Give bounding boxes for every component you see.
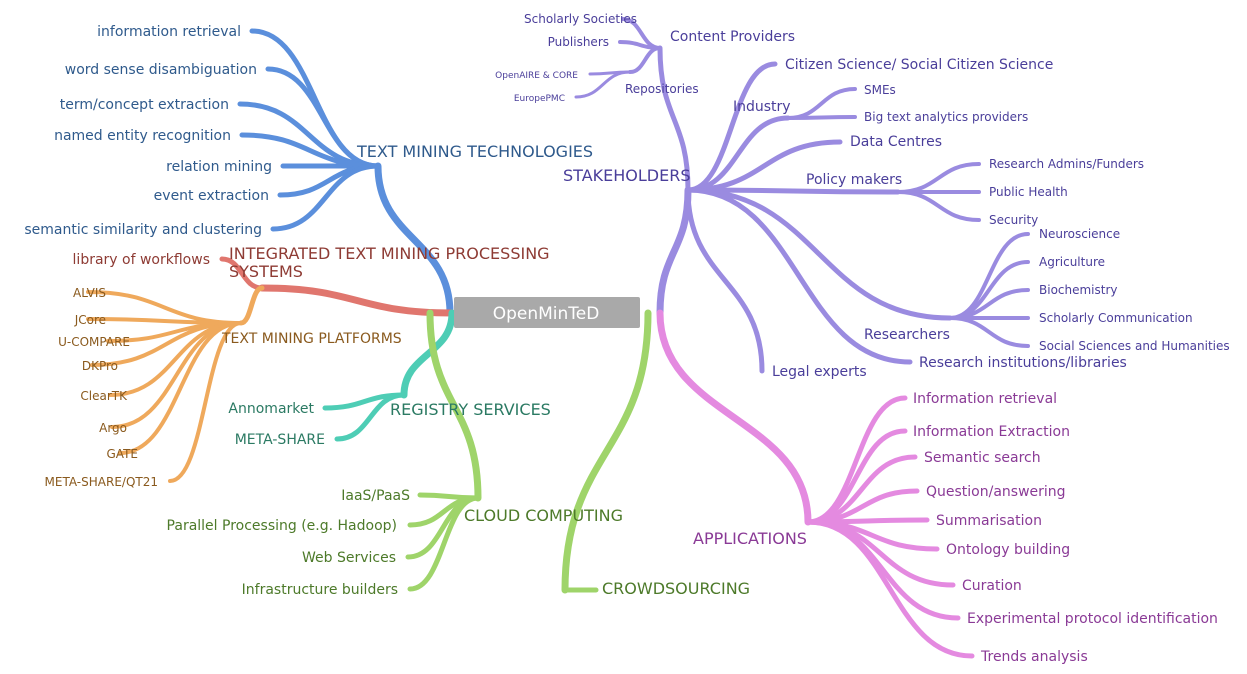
cloud-item: Infrastructure builders xyxy=(242,582,398,598)
branch-researchers-item xyxy=(948,316,1030,348)
content-provider-item: Scholarly Societies xyxy=(524,12,637,26)
application-item: Information Extraction xyxy=(913,424,1070,440)
research-institutions-label: Research institutions/libraries xyxy=(919,355,1127,371)
branch-content-providers xyxy=(657,45,691,193)
data-centres-label: Data Centres xyxy=(850,134,942,150)
platform-item: META-SHARE/QT21 xyxy=(45,475,158,489)
branch-application-item xyxy=(805,519,975,659)
branch-repositories xyxy=(628,46,662,74)
researchers-item: Biochemistry xyxy=(1039,283,1118,297)
platform-item: GATE xyxy=(107,447,139,461)
policy-item: Public Health xyxy=(989,185,1068,199)
branch-text-mining-platforms xyxy=(238,285,265,326)
cloud-computing-label: CLOUD COMPUTING xyxy=(464,506,623,525)
center-node-box[interactable] xyxy=(454,297,640,328)
content-provider-item: Publishers xyxy=(548,35,609,49)
branch-application-item xyxy=(805,519,961,621)
repositories-label: Repositories xyxy=(625,82,699,96)
registry-services-label: REGISTRY SERVICES xyxy=(390,400,551,419)
text-mining-item: term/concept extraction xyxy=(60,97,229,113)
branch-registry xyxy=(400,309,456,399)
legal-experts-label: Legal experts xyxy=(772,364,867,380)
branch-policy-makers xyxy=(685,187,901,195)
application-item: Information retrieval xyxy=(913,391,1057,407)
platform-item: JCore xyxy=(74,313,106,327)
researchers-item: Agriculture xyxy=(1039,255,1105,269)
content-providers-label: Content Providers xyxy=(670,29,795,45)
cloud-item: IaaS/PaaS xyxy=(341,488,410,504)
label-layer: OpenMinTeD TEXT MINING TECHNOLOGIES info… xyxy=(24,12,1229,665)
branch-platform-item xyxy=(168,321,243,483)
cloud-item: Parallel Processing (e.g. Hadoop) xyxy=(167,518,397,534)
policy-item: Security xyxy=(989,213,1038,227)
branch-researchers xyxy=(685,187,953,321)
text-mining-item: semantic similarity and clustering xyxy=(24,222,262,238)
platform-item: ALVIS xyxy=(73,286,106,300)
registry-item: Annomarket xyxy=(228,401,314,417)
application-item: Summarisation xyxy=(936,513,1042,529)
branch-cloud-item xyxy=(407,495,481,592)
branch-citizen-science xyxy=(685,61,778,193)
center-node-label: OpenMinTeD xyxy=(493,304,600,324)
citizen-science-label: Citizen Science/ Social Citizen Science xyxy=(785,57,1053,73)
branch-integrated xyxy=(258,284,456,317)
text-mining-item: relation mining xyxy=(166,159,272,175)
text-mining-platforms-label: TEXT MINING PLATFORMS xyxy=(221,331,402,347)
platform-item: U-COMPARE xyxy=(58,335,130,349)
branch-cloud xyxy=(426,309,482,502)
registry-item: META-SHARE xyxy=(235,432,325,448)
branch-platform-item xyxy=(118,321,243,455)
industry-item: Big text analytics providers xyxy=(864,110,1028,124)
researchers-label: Researchers xyxy=(864,327,950,343)
branch-research-institutions xyxy=(685,187,913,365)
application-item: Semantic search xyxy=(924,450,1041,466)
text-mining-technologies-label: TEXT MINING TECHNOLOGIES xyxy=(356,142,593,161)
researchers-item: Neuroscience xyxy=(1039,227,1120,241)
branch-stakeholders xyxy=(656,186,692,317)
branch-repository-item xyxy=(574,70,632,99)
crowdsourcing-label: CROWDSOURCING xyxy=(602,579,750,598)
branch-legal-experts xyxy=(685,187,765,374)
application-item: Ontology building xyxy=(946,542,1070,558)
researchers-item: Social Sciences and Humanities xyxy=(1039,339,1230,353)
application-item: Question/answering xyxy=(926,484,1066,500)
branch-library-of-workflows xyxy=(219,256,265,291)
application-item: Experimental protocol identification xyxy=(967,611,1218,627)
repository-item: OpenAIRE & CORE xyxy=(495,71,578,81)
branch-text-mining xyxy=(374,162,454,317)
branch-registry-item xyxy=(334,392,407,442)
application-item: Curation xyxy=(962,578,1022,594)
library-of-workflows-label: library of workflows xyxy=(73,252,210,268)
policy-makers-label: Policy makers xyxy=(806,172,902,188)
applications-label: APPLICATIONS xyxy=(693,529,807,548)
researchers-item: Scholarly Communication xyxy=(1039,311,1193,325)
branch-industry-item xyxy=(786,87,857,120)
industry-label: Industry xyxy=(733,99,791,115)
text-mining-item: named entity recognition xyxy=(54,128,231,144)
application-item: Trends analysis xyxy=(980,649,1088,665)
text-mining-item: event extraction xyxy=(154,188,269,204)
stakeholders-label: STAKEHOLDERS xyxy=(563,166,690,185)
industry-item: SMEs xyxy=(864,83,896,97)
branch-policy-item xyxy=(896,162,981,194)
platform-item: Argo xyxy=(99,421,127,435)
branch-policy-item xyxy=(896,190,981,222)
platform-item: ClearTK xyxy=(80,389,128,403)
branch-industry-item xyxy=(786,115,857,120)
branch-crowdsourcing xyxy=(561,309,652,594)
branch-text-mining-item xyxy=(270,163,381,232)
integrated-systems-label-line1: INTEGRATED TEXT MINING PROCESSING xyxy=(229,244,550,263)
text-mining-item: word sense disambiguation xyxy=(65,62,257,78)
text-mining-item: information retrieval xyxy=(97,24,241,40)
branch-layer xyxy=(86,17,1030,659)
policy-item: Research Admins/Funders xyxy=(989,157,1144,171)
branch-applications xyxy=(656,309,812,526)
integrated-systems-label-line2: SYSTEMS xyxy=(229,262,303,281)
repository-item: EuropePMC xyxy=(514,94,565,104)
platform-item: DKPro xyxy=(82,359,118,373)
cloud-item: Web Services xyxy=(302,550,396,566)
